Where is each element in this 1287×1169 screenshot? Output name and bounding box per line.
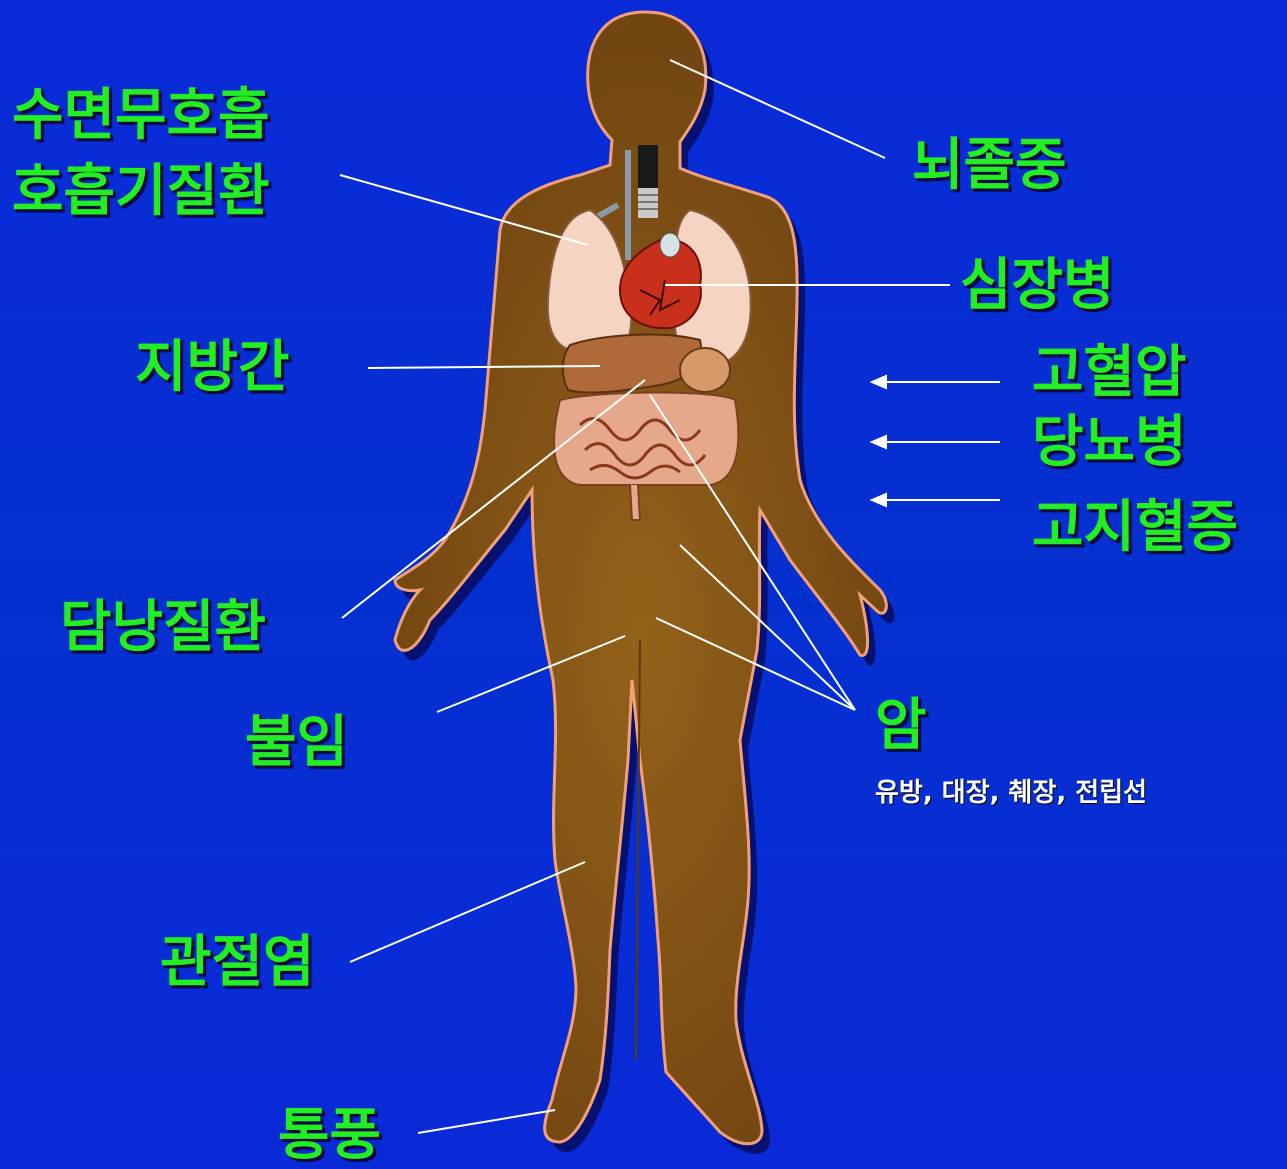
label-infertility: 불임 (245, 715, 348, 771)
label-respiratory: 호흡기질환 (12, 164, 270, 220)
label-hypertension: 고혈압 (1032, 345, 1187, 401)
label-cancer-types: 유방, 대장, 췌장, 전립선 (875, 772, 1147, 809)
stomach (680, 348, 730, 392)
arrows (872, 376, 1000, 506)
label-hyperlipidemia: 고지혈증 (1032, 500, 1238, 556)
line-arthritis (350, 862, 585, 962)
label-fatty-liver: 지방간 (135, 340, 290, 396)
label-heart-disease: 심장병 (960, 258, 1115, 314)
label-gallbladder: 담낭질환 (60, 600, 266, 656)
label-diabetes: 당뇨병 (1032, 415, 1187, 471)
label-arthritis: 관절염 (160, 935, 315, 991)
label-stroke: 뇌졸중 (912, 138, 1067, 194)
line-gout (418, 1110, 555, 1133)
label-sleep-apnea: 수면무호흡 (12, 88, 270, 144)
label-gout: 통풍 (278, 1108, 381, 1164)
label-cancer: 암 (875, 698, 927, 754)
